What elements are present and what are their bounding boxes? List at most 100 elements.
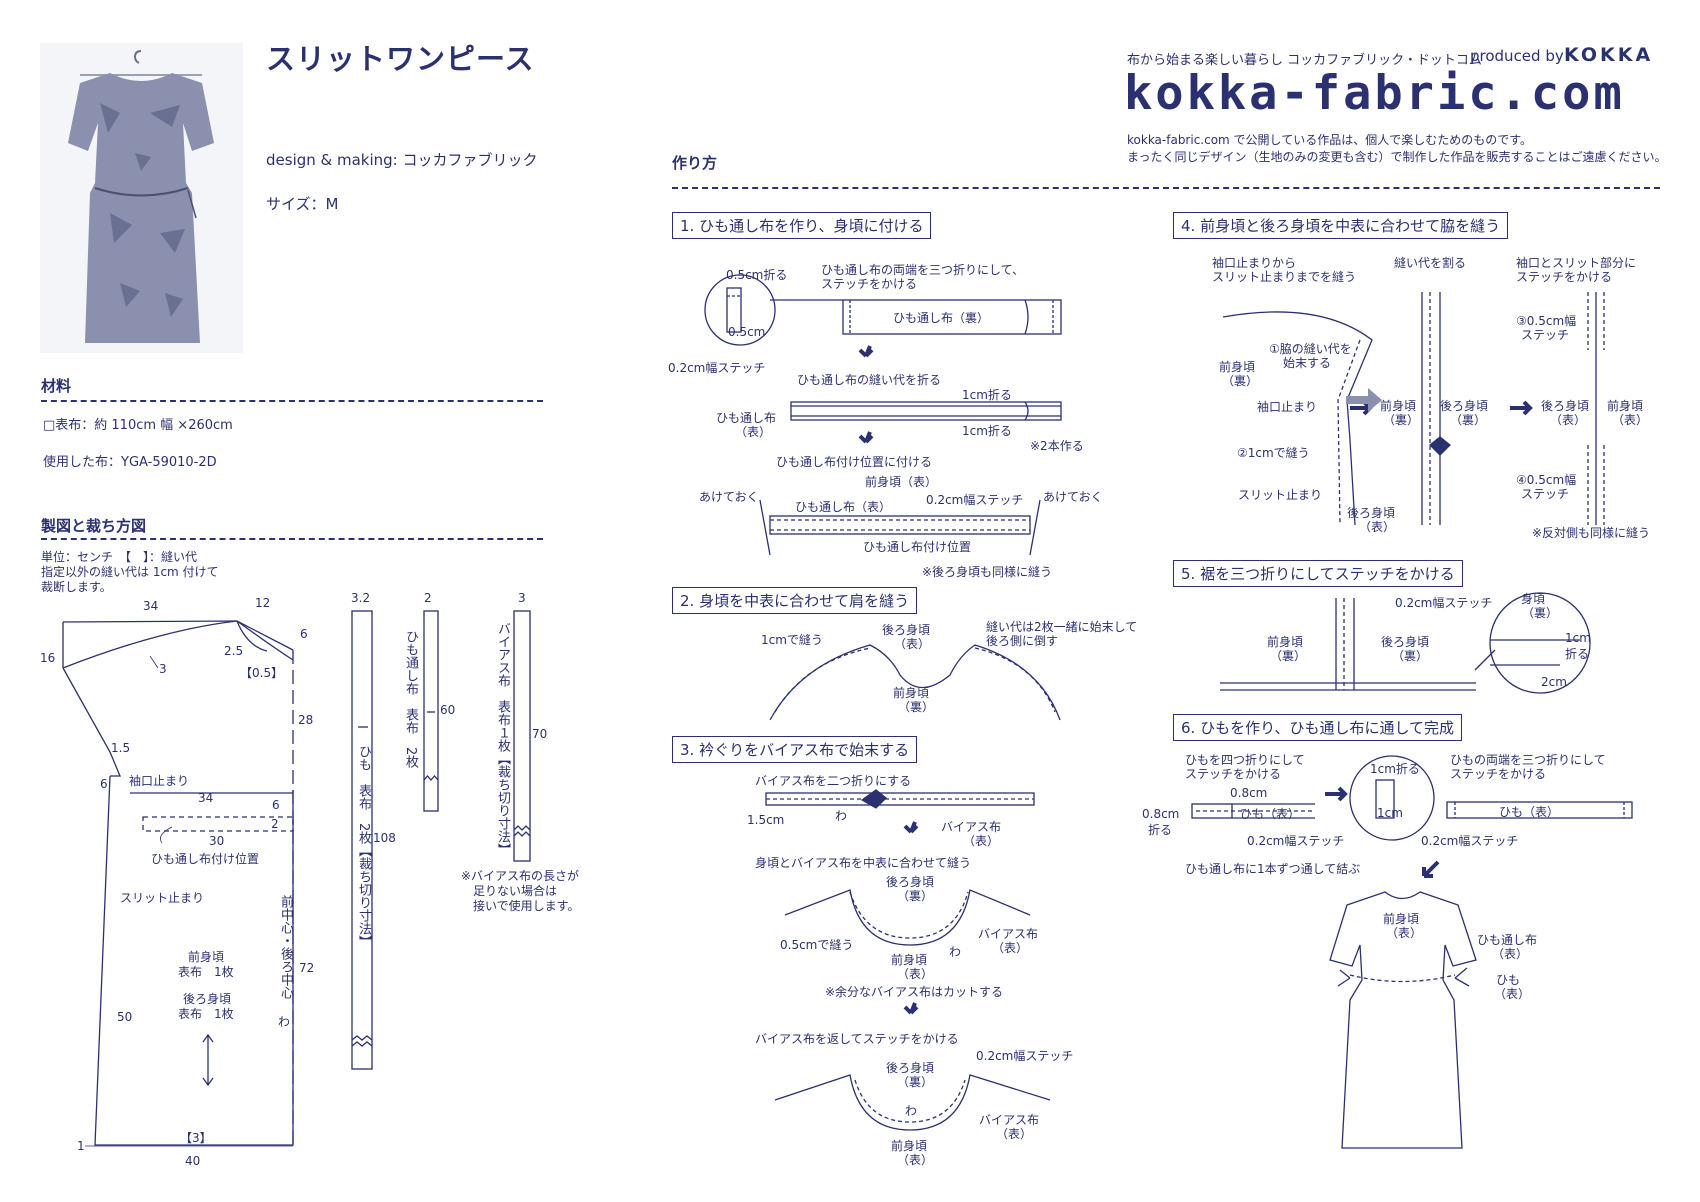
step-label: ひも（表）: [1499, 805, 1560, 819]
step-label: 袖口とスリット部分に: [1516, 256, 1637, 270]
notice-line-1: kokka-fabric.com で公開している作品は、個人で楽しむためのもので…: [1127, 133, 1532, 147]
step-label: 0.2cm幅ステッチ: [1395, 596, 1493, 610]
pattern-label: 6: [100, 777, 108, 791]
step-label: ひも通し布付け位置に付ける: [776, 455, 933, 469]
step-label: 0.5cmで縫う: [780, 938, 854, 952]
pattern-label: 6: [300, 627, 308, 641]
step-label: ひも: [1496, 973, 1521, 987]
step-label: ステッチをかける: [1185, 767, 1282, 781]
step-label: 前身頃（表）: [865, 475, 938, 489]
step-label: （表）: [1494, 987, 1531, 1001]
step-label: 後ろ身頃: [882, 623, 931, 637]
step-label: ひも通し布付け位置: [863, 540, 972, 554]
step-label: ひも通し布に1本ずつ通して結ぶ: [1185, 862, 1361, 876]
pattern-label: 1: [77, 1139, 85, 1153]
materials-heading: 材料: [41, 377, 72, 395]
strip-label: 60: [440, 703, 456, 717]
step-label: 後ろ身頃: [1347, 506, 1396, 520]
strip-label: 2: [424, 591, 432, 605]
step-label: バイアス布: [978, 927, 1039, 941]
strip-label: 70: [532, 727, 548, 741]
strip-label: 3: [518, 591, 526, 605]
divider: [672, 187, 1660, 189]
design-credit: design & making: コッカファブリック: [266, 151, 538, 169]
pattern-label: 50: [117, 1010, 133, 1024]
step-label: 1.5cm: [747, 813, 785, 827]
step-label: 縫い代は2枚一緒に始末して: [986, 620, 1138, 634]
step-label: スリット止まりまでを縫う: [1212, 270, 1357, 284]
step-label: 始末する: [1283, 356, 1332, 370]
step-label: わ: [949, 945, 962, 959]
step-label: 0.2cm幅ステッチ: [668, 361, 766, 375]
size-label: サイズ：M: [266, 195, 339, 213]
step-label: （裏）: [898, 700, 935, 714]
tagline: 布から始まる楽しい暮らし コッカファブリック・ドットコム: [1127, 53, 1482, 68]
step-label: 折る: [1148, 823, 1173, 837]
step-label: 1cm折る: [962, 388, 1012, 402]
step-label: （表）: [897, 967, 934, 981]
step-label: 前身頃: [891, 1139, 928, 1153]
used-fabric: 使用した布：YGA-59010-2D: [43, 455, 217, 470]
step-label: 前身頃: [1219, 360, 1256, 374]
step-label: （表）: [963, 834, 1000, 848]
step-label: 1cm: [1565, 631, 1591, 645]
pattern-label: 12: [255, 596, 271, 610]
step-label: ③0.5cm幅: [1516, 314, 1577, 328]
divider: [41, 400, 543, 402]
step-label: （裏）: [1392, 649, 1429, 663]
pattern-label: 袖口止まり: [129, 774, 190, 788]
step-label: ひも（表）: [1240, 807, 1301, 821]
step-label: ステッチ: [1521, 487, 1570, 501]
step-5-title: 5. 裾を三つ折りにしてステッチをかける: [1173, 560, 1463, 587]
step-label: （表）: [992, 941, 1029, 955]
step-label: （表）: [1550, 413, 1587, 427]
pattern-label: わ: [278, 1015, 291, 1029]
step-label: ひも通し布の縫い代を折る: [797, 373, 942, 387]
step-label: ※反対側も同様に縫う: [1532, 526, 1651, 540]
pattern-label: 1.5: [111, 741, 131, 755]
pattern-label: 【0.5】: [240, 666, 284, 680]
step-label: 身頃とバイアス布を中表に合わせて縫う: [755, 856, 972, 870]
step-label: ひも通し布（裏）: [893, 311, 990, 325]
step-label: （表）: [1612, 413, 1649, 427]
step-label: 袖口止まりから: [1212, 256, 1297, 270]
strip-label: 108: [373, 831, 396, 845]
pattern-label: 30: [209, 834, 225, 848]
step-label: 0.5cm折る: [726, 268, 788, 282]
step-label: 1cm折る: [962, 424, 1012, 438]
step-label: （表）: [996, 1127, 1033, 1141]
step-label: 0.2cm幅ステッチ: [976, 1049, 1074, 1063]
step-label: （表）: [1492, 947, 1529, 961]
step-label: 折る: [1565, 647, 1590, 661]
step-6-title: 6. ひもを作り、ひも通し布に通して完成: [1173, 714, 1463, 741]
step-label: わ: [905, 1104, 918, 1118]
pattern-sleeve-outline: [62, 620, 294, 777]
casing-strip: [423, 610, 439, 812]
brand-logo[interactable]: kokka-fabric.com: [1124, 66, 1625, 121]
pattern-label: 【3】: [180, 1131, 212, 1145]
pattern-label: 28: [298, 713, 314, 727]
units-note: 裁断します。: [41, 580, 112, 594]
step-label: （裏）: [897, 889, 934, 903]
step-label: ひも通し布: [716, 411, 777, 425]
step-label: （表）: [1386, 926, 1423, 940]
fabric-requirement: □表布：約 110cm 幅 ×260cm: [43, 418, 233, 433]
pattern-label: ひも通し布付け位置: [151, 852, 260, 866]
step-label: ひもを四つ折りにして: [1185, 753, 1305, 767]
pattern-label: 34: [198, 791, 214, 805]
pattern-label: 前身頃: [188, 950, 225, 964]
step-label: （裏）: [1450, 413, 1487, 427]
step-4-title: 4. 前身頃と後ろ身頃を中表に合わせて脇を縫う: [1173, 212, 1509, 239]
step-label: 0.5cm: [728, 325, 766, 339]
step-label: 1cm: [1377, 806, 1403, 820]
step-label: 前身頃: [1383, 912, 1420, 926]
step-label: ①脇の縫い代を: [1269, 342, 1352, 356]
step-label: 後ろ身頃: [886, 1061, 935, 1075]
strip-label: ひも 表布 2枚【裁ち切り寸法】: [356, 745, 371, 949]
pattern-label: 72: [299, 961, 315, 975]
pattern-label: 34: [143, 599, 159, 613]
step-label: 0.8cm: [1142, 807, 1180, 821]
step-label: ステッチ: [1521, 328, 1570, 342]
bias-note: 接いで使用します。: [473, 899, 580, 913]
pattern-heading: 製図と裁ち方図: [41, 517, 147, 535]
